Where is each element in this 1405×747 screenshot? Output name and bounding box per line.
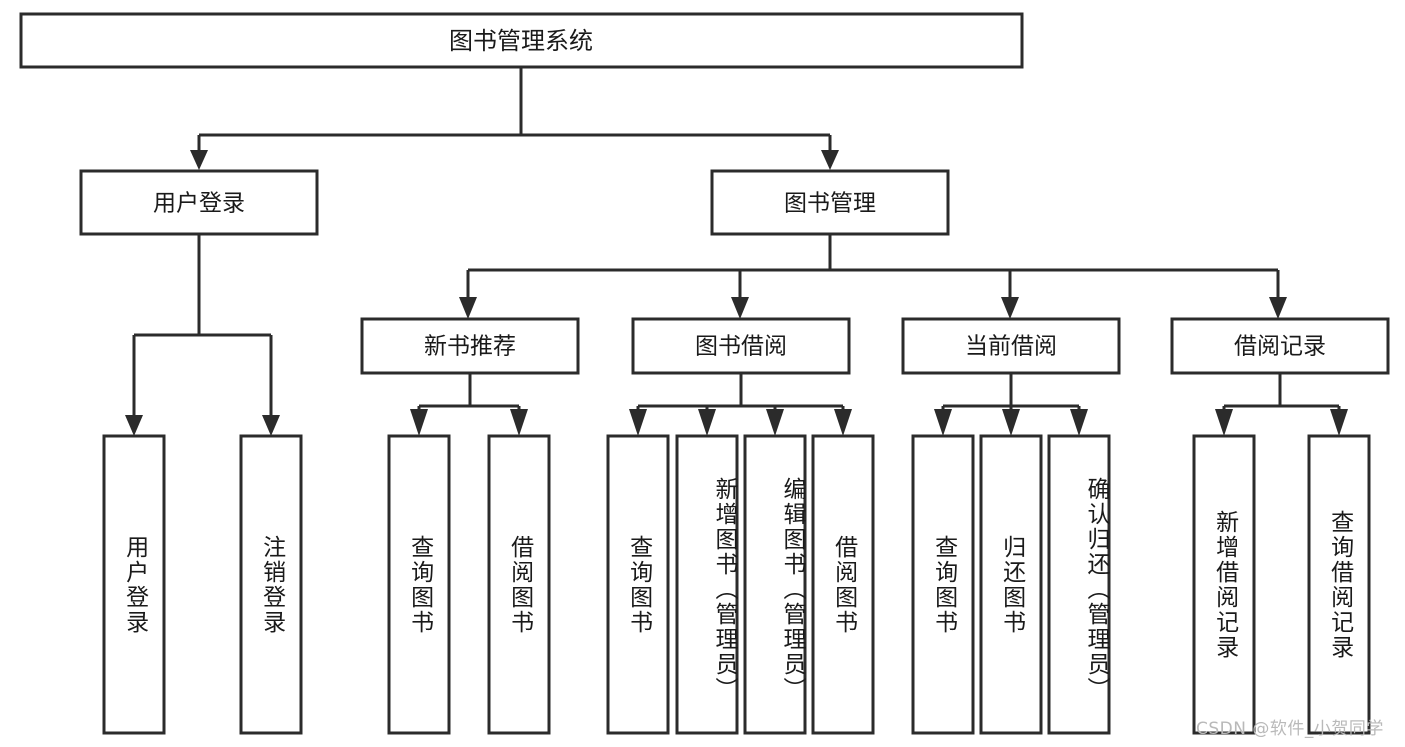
node-leaf-borrow-book-1[interactable] [487,434,551,735]
node-leaf-user-logout[interactable] [239,434,303,735]
node-leaf-return-book-box [979,434,1043,735]
node-leaf-edit-book-box [743,434,807,735]
arrowhead-leaf-query-record [1330,409,1348,436]
arrowhead-borrow-record [1269,297,1287,319]
node-leaf-add-record[interactable] [1192,434,1256,735]
node-current-borrow-box [901,317,1121,375]
node-leaf-query-record[interactable] [1307,434,1371,735]
node-root[interactable]: 图书管理系统 [19,12,1024,69]
node-leaf-borrow-book-2[interactable] [811,434,875,735]
arrowhead-leaf-user-logout [262,415,280,436]
node-new-book-recommend-box [360,317,580,375]
arrowhead-leaf-query-book-1 [410,409,428,436]
arrowhead-leaf-confirm-return [1070,409,1088,436]
watermark-text: CSDN @软件_小贺同学 [1196,719,1384,739]
node-leaf-borrow-book-1-box [487,434,551,735]
node-leaf-query-book-2-box [606,434,670,735]
node-leaf-add-book[interactable] [675,434,739,735]
arrowhead-leaf-add-book [698,409,716,436]
arrowhead-book-borrow [731,297,749,319]
arrowhead-leaf-edit-book [766,409,784,436]
node-book-borrow-box [631,317,851,375]
node-leaf-add-book-box [675,434,739,735]
node-leaf-query-book-1-box [387,434,451,735]
node-current-borrow[interactable]: 当前借阅 [901,317,1121,375]
arrowhead-leaf-add-record [1215,409,1233,436]
node-new-book-recommend-label: 新书推荐 [424,334,516,360]
node-current-borrow-label: 当前借阅 [965,334,1057,360]
node-leaf-user-login-box [102,434,166,735]
node-user-login[interactable]: 用户登录 [79,169,319,236]
arrowhead-new-book-recommend [459,297,477,319]
node-borrow-record[interactable]: 借阅记录 [1170,317,1390,375]
node-borrow-record-label: 借阅记录 [1234,334,1326,360]
node-book-manage-box [710,169,950,236]
node-leaf-query-book-3-box [911,434,975,735]
node-leaf-confirm-return-box [1047,434,1111,735]
node-leaf-edit-book[interactable] [743,434,807,735]
node-book-borrow-label: 图书借阅 [695,334,787,360]
node-leaf-query-record-box [1307,434,1371,735]
arrowhead-leaf-query-book-2 [629,409,647,436]
node-leaf-user-login[interactable] [102,434,166,735]
node-leaf-query-book-2[interactable] [606,434,670,735]
node-root-label: 图书管理系统 [449,27,593,55]
arrowhead-book-manage [821,150,839,170]
node-new-book-recommend[interactable]: 新书推荐 [360,317,580,375]
node-book-borrow[interactable]: 图书借阅 [631,317,851,375]
arrowhead-leaf-query-book-3 [934,409,952,436]
node-leaf-borrow-book-2-box [811,434,875,735]
node-leaf-confirm-return[interactable] [1047,434,1111,735]
arrowhead-leaf-borrow-book-1 [510,409,528,436]
node-borrow-record-box [1170,317,1390,375]
node-leaf-return-book[interactable] [979,434,1043,735]
node-root-box [19,12,1024,69]
node-book-manage-label: 图书管理 [784,191,876,217]
node-book-manage[interactable]: 图书管理 [710,169,950,236]
arrowhead-leaf-return-book [1002,409,1020,436]
node-leaf-add-record-box [1192,434,1256,735]
arrowhead-current-borrow [1001,297,1019,319]
arrowhead-user-login [190,150,208,170]
node-leaf-query-book-3[interactable] [911,434,975,735]
node-user-login-label: 用户登录 [153,191,245,217]
node-leaf-query-book-1[interactable] [387,434,451,735]
arrowhead-leaf-borrow-book-2 [834,409,852,436]
node-leaf-user-logout-box [239,434,303,735]
arrowhead-leaf-user-login [125,415,143,436]
